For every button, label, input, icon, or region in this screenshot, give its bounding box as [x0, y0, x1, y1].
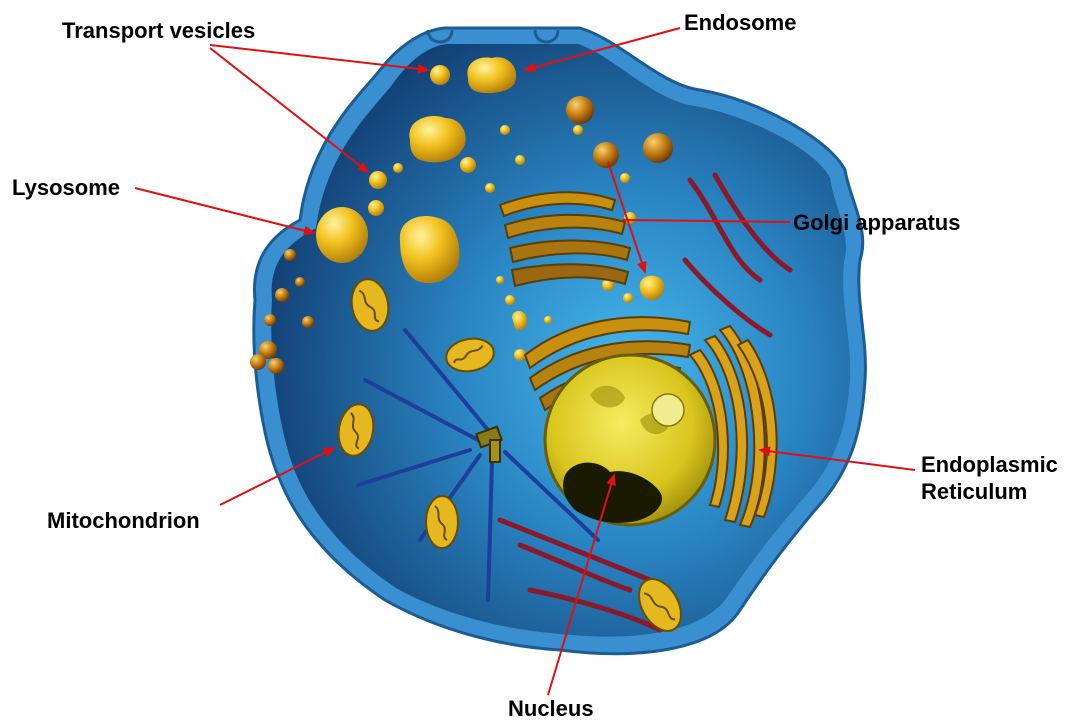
nucleus	[545, 355, 715, 525]
label-endosome: Endosome	[684, 10, 796, 36]
endosome-blob	[467, 57, 516, 93]
label-nucleus: Nucleus	[508, 696, 594, 722]
vesicle	[369, 171, 387, 189]
arrow-transport-vesicle-2	[210, 48, 368, 172]
label-lysosome: Lysosome	[12, 175, 120, 201]
vesicle	[623, 293, 633, 303]
mitochondrion	[426, 496, 458, 548]
vesicle	[505, 295, 515, 305]
label-golgi-apparatus: Golgi apparatus	[793, 210, 960, 236]
vesicle	[500, 125, 510, 135]
vesicle	[393, 163, 403, 173]
vesicle	[460, 157, 476, 173]
label-endoplasmic-reticulum-line2: Reticulum	[921, 479, 1027, 505]
arrow-lysosome	[135, 188, 314, 233]
vesicle	[368, 200, 384, 216]
nucleolus	[652, 394, 684, 426]
vesicle	[485, 183, 495, 193]
vesicle	[544, 316, 552, 324]
label-transport-vesicles: Transport vesicles	[62, 18, 255, 44]
vesicle	[620, 173, 630, 183]
lysosome	[316, 207, 368, 263]
vesicle-blob	[409, 116, 465, 162]
vesicle	[515, 155, 525, 165]
vesicle	[496, 276, 504, 284]
vesicle-blob-large	[400, 216, 460, 283]
vesicle	[430, 65, 450, 85]
label-mitochondrion: Mitochondrion	[47, 508, 200, 534]
vesicle	[573, 125, 583, 135]
label-endoplasmic-reticulum-line1: Endoplasmic	[921, 452, 1058, 478]
